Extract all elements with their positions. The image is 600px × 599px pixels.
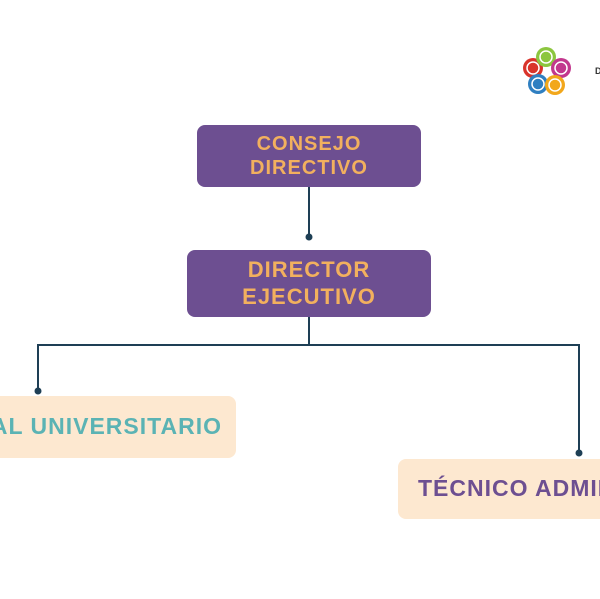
logo-wordmark: D <box>595 66 600 76</box>
consejo-directivo-label: CONSEJO DIRECTIVO <box>250 133 368 179</box>
consejo-directivo-box: CONSEJO DIRECTIVO <box>197 125 421 187</box>
director-ejecutivo-box: DIRECTOR EJECUTIVO <box>187 250 431 317</box>
director-ejecutivo-label: DIRECTOR EJECUTIVO <box>242 257 376 309</box>
connector-dot-personal <box>34 387 42 395</box>
connector-dot-tecnico <box>575 449 583 457</box>
circles-logo-icon <box>523 47 571 95</box>
tecnico-administrativo-box: TÉCNICO ADMINISTRATIVO <box>398 459 600 519</box>
personal-universitario-label: PERSONAL UNIVERSITARIO <box>0 413 222 440</box>
personal-universitario-box: PERSONAL UNIVERSITARIO <box>0 396 236 458</box>
connector-dot-director <box>305 233 313 241</box>
tecnico-administrativo-label: TÉCNICO ADMINISTRATIVO <box>418 475 600 502</box>
